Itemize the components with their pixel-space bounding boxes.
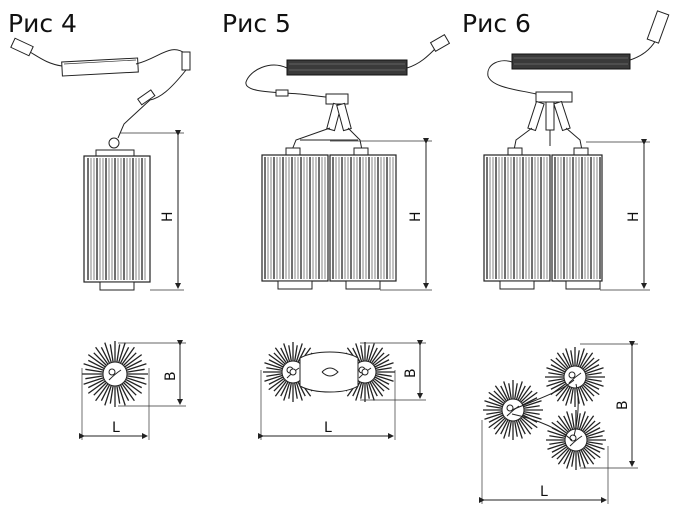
fig4-height-label: H — [160, 211, 176, 222]
fig4-length-label: L — [112, 420, 120, 436]
fig4-width-label: B — [163, 371, 179, 381]
fig5-height-label: H — [408, 211, 424, 222]
figure-5-label: Рис 5 — [222, 9, 291, 38]
fig6-top-view: L B — [479, 341, 638, 504]
fig4-driver — [10, 37, 191, 77]
figure-4-label: Рис 4 — [8, 9, 77, 38]
fig6-width-label: B — [615, 400, 631, 410]
fig4-luminaire — [83, 149, 151, 291]
fig6-height-label: H — [626, 211, 642, 222]
fig6-luminaire — [483, 147, 603, 290]
fig6-length-label: L — [540, 484, 548, 500]
figure-6-label: Рис 6 — [462, 9, 531, 38]
figure-5: Рис 5 H — [222, 9, 451, 440]
fig6-driver — [487, 10, 670, 95]
figure-4: Рис 4 H — [8, 9, 191, 440]
fig5-luminaire — [261, 147, 397, 290]
fig5-driver — [245, 33, 451, 97]
fig5-length-label: L — [324, 420, 332, 436]
fig4-top-view: L B — [79, 340, 186, 440]
figure-6: Рис 6 H — [462, 9, 670, 504]
fig5-top-view: L B — [258, 340, 426, 440]
fig5-width-label: B — [403, 368, 419, 378]
